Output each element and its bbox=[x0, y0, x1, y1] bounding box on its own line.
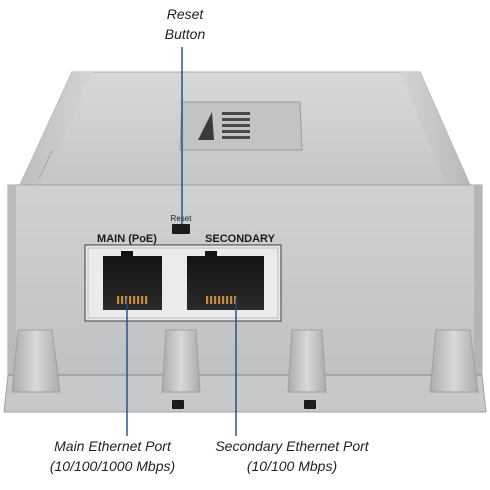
base-slot-right-icon bbox=[304, 400, 316, 409]
main-port-callout: Main Ethernet Port (10/100/1000 Mbps) bbox=[15, 436, 210, 476]
reset-button-callout: Reset Button bbox=[140, 4, 230, 44]
mounting-foot-3 bbox=[287, 329, 327, 393]
main-callout-line1: Main Ethernet Port bbox=[54, 438, 171, 454]
main-port-printed-label: MAIN (PoE) bbox=[97, 233, 157, 245]
top-barcode-icon bbox=[222, 112, 250, 139]
reset-callout-line2: Button bbox=[164, 26, 206, 42]
main-callout-line2: (10/100/1000 Mbps) bbox=[49, 458, 176, 474]
top-logo-mark-icon bbox=[198, 112, 214, 140]
reset-button[interactable] bbox=[172, 224, 190, 234]
secondary-callout-line1: Secondary Ethernet Port bbox=[215, 438, 369, 454]
mounting-foot-1 bbox=[11, 329, 61, 393]
secondary-port-printed-label: SECONDARY bbox=[205, 233, 276, 245]
device-left-side bbox=[20, 72, 92, 195]
secondary-callout-line2: (10/100 Mbps) bbox=[246, 458, 338, 474]
main-ethernet-port[interactable] bbox=[103, 251, 162, 310]
device-front-face-edge-left bbox=[8, 185, 16, 375]
device-front-face-edge-right bbox=[474, 185, 482, 375]
base-slot-left-icon bbox=[172, 400, 184, 409]
secondary-ethernet-port[interactable] bbox=[187, 251, 264, 310]
device-base-flange bbox=[3, 374, 487, 413]
device-right-side bbox=[400, 72, 470, 195]
mounting-foot-2 bbox=[161, 329, 201, 393]
mounting-foot-4 bbox=[429, 329, 479, 393]
reset-callout-line1: Reset bbox=[166, 6, 204, 22]
secondary-port-callout: Secondary Ethernet Port (10/100 Mbps) bbox=[197, 436, 387, 476]
